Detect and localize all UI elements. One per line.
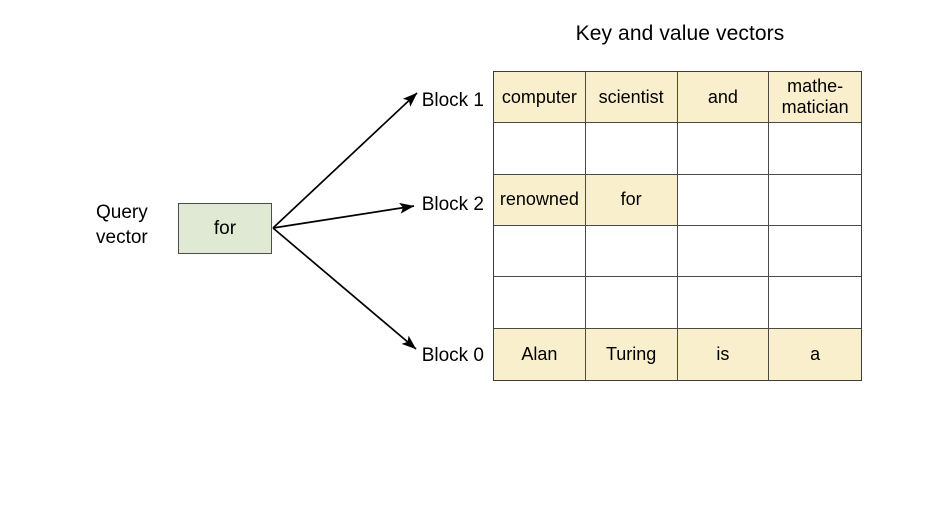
grid-cell-r5-c1[interactable]: Turing [585,328,678,380]
grid-cell-r0-c3[interactable]: mathe- matician [769,72,861,124]
grid-cell-r0-c1[interactable]: scientist [585,72,678,124]
grid-cell-r3-c0[interactable] [494,225,586,278]
grid-cell-r5-c0[interactable]: Alan [494,328,586,380]
query-vector-label-line1: Query [96,202,148,223]
arrow-to-block-2 [272,202,415,229]
grid-cell-r5-c3[interactable]: a [769,328,861,380]
arrow-to-block-0 [272,227,417,350]
query-vector-label: Query vector [96,200,174,250]
grid-cell-r1-c2[interactable] [677,123,770,175]
block-label-1: Block 1 [421,90,484,111]
grid-cell-r1-c0[interactable] [494,123,586,175]
grid-cell-r4-c0[interactable] [494,277,586,329]
grid-cell-r0-c0[interactable]: computer [494,72,586,124]
grid-cell-r4-c3[interactable] [769,277,861,329]
grid-cell-r2-c1[interactable]: for [585,174,678,226]
grid-cell-r1-c1[interactable] [585,123,678,175]
grid-cell-r4-c2[interactable] [677,277,770,329]
grid-cell-r0-c2[interactable]: and [677,72,770,124]
grid-cell-r4-c1[interactable] [585,277,678,329]
arrow-to-block-1 [272,92,418,229]
grid-cell-r3-c1[interactable] [585,225,678,278]
query-vector-token: for [213,217,237,239]
grid-cell-r2-c0[interactable]: renowned [494,174,586,226]
grid-cell-r3-c2[interactable] [677,225,770,278]
query-vector-label-line2: vector [96,227,148,248]
grid-cell-r3-c3[interactable] [769,225,861,278]
page-title: Key and value vectors [575,22,785,45]
grid-cell-r2-c3[interactable] [769,174,861,226]
grid-cell-r5-c2[interactable]: is [677,328,770,380]
grid-cell-r2-c2[interactable] [677,174,770,226]
grid-cell-r1-c3[interactable] [769,123,861,175]
block-label-2: Block 2 [421,194,484,215]
query-vector-box[interactable]: for [178,203,272,254]
block-label-0: Block 0 [421,345,484,366]
